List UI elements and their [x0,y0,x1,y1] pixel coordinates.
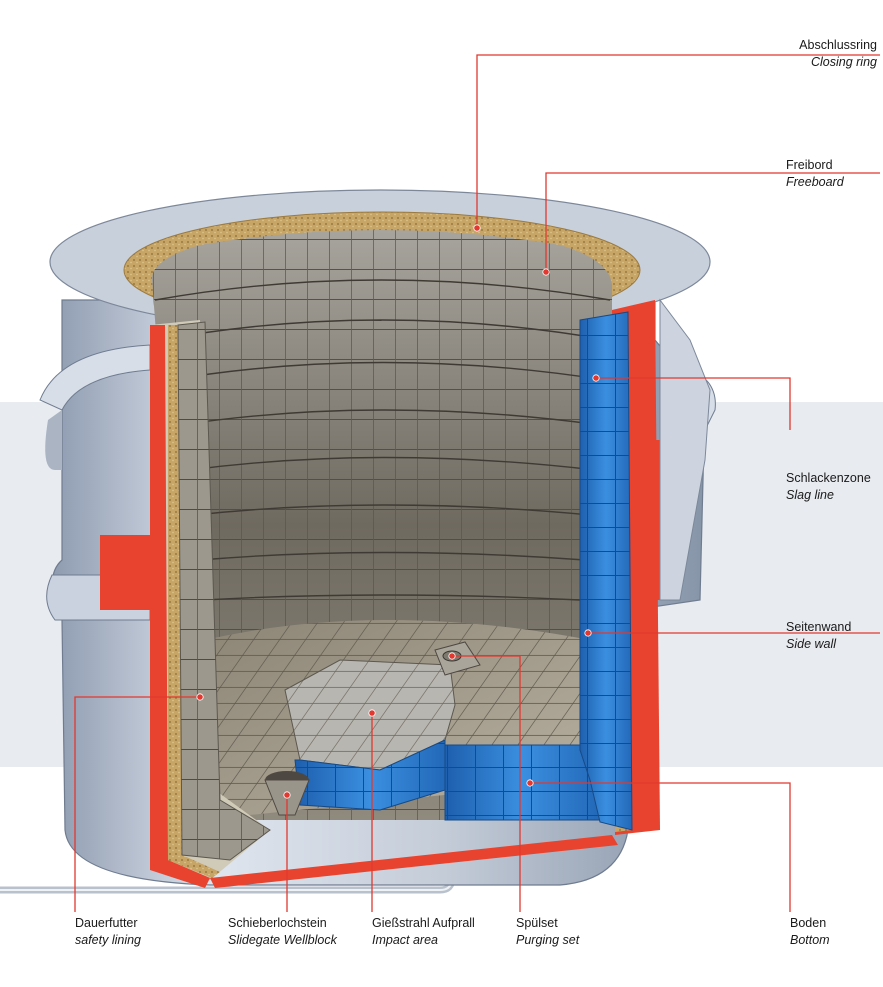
label-bottom-en: Bottom [790,933,830,947]
label-purging-set-en: Purging set [516,933,580,947]
label-safety-lining-en: safety lining [75,933,142,947]
label-safety-lining-de: Dauerfutter [75,916,138,930]
label-closing-ring-en: Closing ring [810,55,877,69]
label-slag-line-de: Schlackenzone [786,471,871,485]
label-freeboard: Freibord Freeboard [786,157,844,191]
label-impact-area-en: Impact area [372,933,439,947]
label-side-wall-en: Side wall [786,637,837,651]
label-side-wall: Seitenwand Side wall [786,619,851,653]
reinforcing-ring-left [45,410,62,470]
label-purging-set-de: Spülset [516,916,558,930]
brick-courses [154,279,611,601]
label-closing-ring-de: Abschlussring [799,38,877,52]
leader-bottom [530,782,791,912]
label-purging-set: Spülset Purging set [516,915,579,949]
label-impact-area-de: Gießstrahl Aufprall [372,916,475,930]
label-slidegate-en: Slidegate Wellblock [228,933,337,947]
leader-slag-line [596,377,791,430]
label-safety-lining: Dauerfutter safety lining [75,915,141,949]
leader-closing-ring [476,54,880,228]
label-slidegate: Schieberlochstein Slidegate Wellblock [228,915,337,949]
label-freeboard-en: Freeboard [786,175,844,189]
label-slag-line: Schlackenzone Slag line [786,470,871,504]
label-bottom-de: Boden [790,916,827,930]
leader-dots [196,224,600,799]
leader-purging-set [452,655,521,912]
bottom-safety-lining-red [210,835,618,888]
label-closing-ring: Abschlussring Closing ring [799,37,877,71]
label-bottom: Boden Bottom [790,915,830,949]
left-trunnion-red [100,500,160,620]
leader-freeboard [545,172,880,272]
leader-lines [74,54,880,912]
leader-safety-lining [74,696,200,912]
label-slag-line-en: Slag line [786,488,834,502]
label-freeboard-de: Freibord [786,158,833,172]
label-impact-area: Gießstrahl Aufprall Impact area [372,915,475,949]
label-slidegate-de: Schieberlochstein [228,916,327,930]
label-side-wall-de: Seitenwand [786,620,852,634]
left-safety-lining-red [150,325,210,888]
